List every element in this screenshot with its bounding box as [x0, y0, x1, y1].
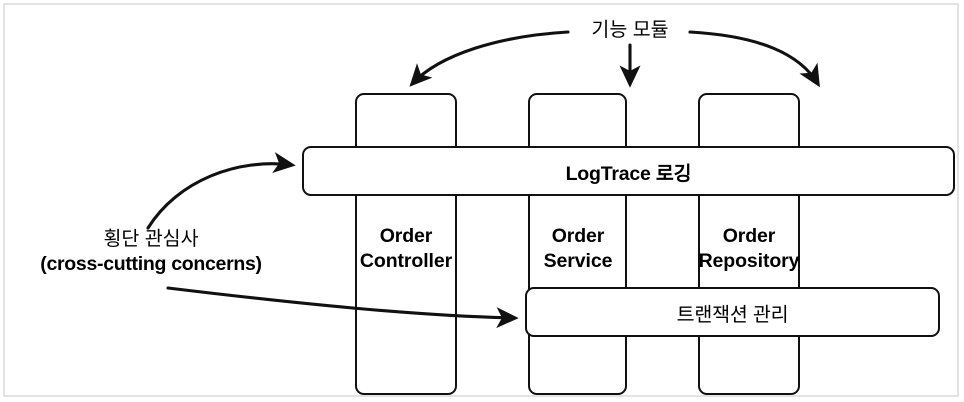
annotation-cross-cutting-kr: 횡단 관심사: [103, 228, 199, 250]
annotation-cross-cutting-concerns: 횡단 관심사 (cross-cutting concerns): [6, 227, 296, 278]
module-box-order-repository[interactable]: [698, 93, 800, 395]
concern-label-logtrace-logging: LogTrace 로깅: [565, 162, 692, 185]
arrow-concern-to-transaction: [166, 286, 519, 329]
arrow-concern-to-logtrace: [146, 152, 296, 230]
module-box-order-controller[interactable]: [355, 93, 457, 395]
concern-label-transaction-management: 트랜잭션 관리: [676, 303, 789, 326]
arrow-module-to-order-repository: [688, 30, 820, 88]
module-label-order-service: Order Service: [543, 225, 613, 272]
annotation-cross-cutting-en: (cross-cutting concerns): [40, 253, 262, 276]
module-box-order-service[interactable]: [528, 93, 627, 395]
module-label-order-controller: Order Controller: [359, 225, 453, 272]
arrow-module-to-order-controller: [409, 30, 570, 87]
concern-bar-transaction-management[interactable]: 트랜잭션 관리: [525, 287, 940, 337]
annotation-feature-module: 기능 모듈: [591, 19, 669, 41]
module-label-order-repository: Order Repository: [698, 225, 800, 272]
concern-bar-logtrace-logging[interactable]: LogTrace 로깅: [302, 146, 955, 196]
